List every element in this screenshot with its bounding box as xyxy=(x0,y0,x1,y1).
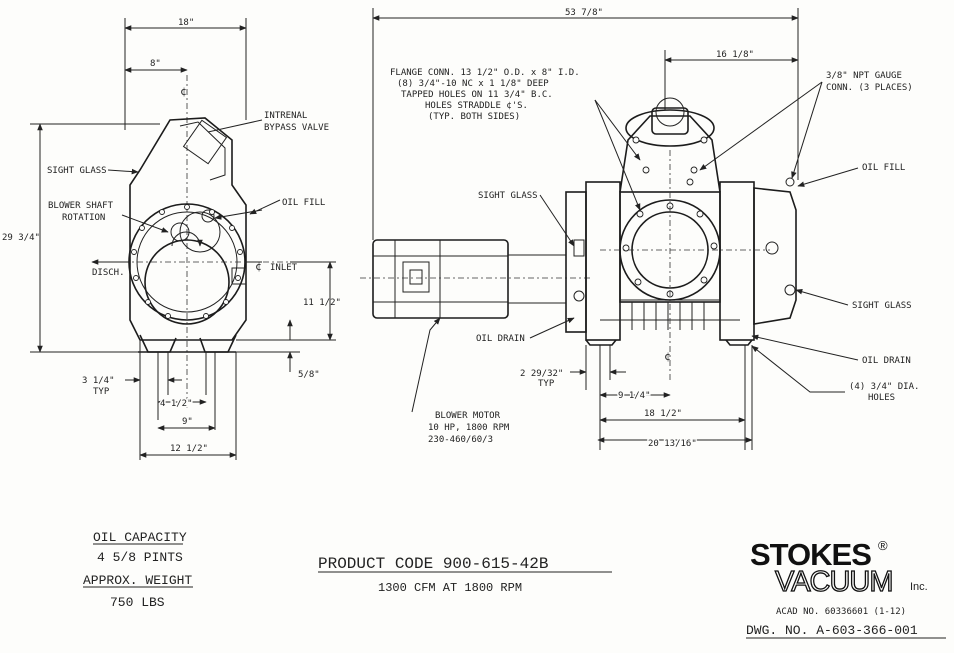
dim-base-offset: 5/8" xyxy=(298,370,320,380)
bypass-valve-label-2: BYPASS VALVE xyxy=(264,123,329,133)
flange-note-2: (8) 3/4"-10 NC x 1 1/8" DEEP xyxy=(397,79,549,89)
weight-label: APPROX. WEIGHT xyxy=(83,573,192,588)
product-rating: 1300 CFM AT 1800 RPM xyxy=(378,581,522,595)
dim-overall-length: 53 7/8" xyxy=(565,8,603,18)
oil-drain-label-right: OIL DRAIN xyxy=(862,356,911,366)
sight-glass-label-side-right: SIGHT GLASS xyxy=(852,301,912,311)
mount-holes-label-1: (4) 3/4" DIA. xyxy=(849,382,919,392)
oil-drain-label-left: OIL DRAIN xyxy=(476,334,525,344)
dim-side-d3: 20 13/16" xyxy=(648,439,697,449)
dim-flange-offset: 16 1/8" xyxy=(716,50,754,60)
specs-block: OIL CAPACITY 4 5/8 PINTS APPROX. WEIGHT … xyxy=(83,530,193,610)
cooling-fins xyxy=(631,302,705,330)
side-view-bolt-ring xyxy=(622,202,718,298)
flange-note-4: HOLES STRADDLE ¢'S. xyxy=(425,101,528,111)
dim-foot-spacing: 3 1/4" xyxy=(82,376,115,386)
oil-capacity-label: OIL CAPACITY xyxy=(93,530,187,545)
dim-foot-spacing-typ: TYP xyxy=(93,387,110,397)
acad-number: ACAD NO. 60336601 (1-12) xyxy=(776,607,906,617)
oil-capacity-value: 4 5/8 PINTS xyxy=(97,550,183,565)
dim-side-foot-spacing-typ: TYP xyxy=(538,379,555,389)
end-view-bolt-ring xyxy=(131,204,243,319)
sight-glass-label-end: SIGHT GLASS xyxy=(47,166,107,176)
mount-holes-label-2: HOLES xyxy=(868,393,895,403)
brand-vacuum: VACUUM xyxy=(775,566,893,598)
inlet-centerline-symbol: ¢ xyxy=(255,260,262,273)
shaft-rotation-label-1: BLOWER SHAFT xyxy=(48,201,114,211)
brand-stokes: STOKES xyxy=(750,537,871,572)
end-view: 18" 8" ¢ 29 3/4" xyxy=(2,18,341,460)
disch-label: DISCH. xyxy=(92,268,125,278)
brand-registered-mark: ® xyxy=(878,538,888,553)
motor-label-1: BLOWER MOTOR xyxy=(435,411,501,421)
gauge-conn-label-2: CONN. (3 PLACES) xyxy=(826,83,913,93)
dim-inlet-height: 11 1/2" xyxy=(303,298,341,308)
flange-note-1: FLANGE CONN. 13 1/2" O.D. x 8" I.D. xyxy=(390,68,580,78)
bypass-valve-label-1: INTRENAL xyxy=(264,111,307,121)
oil-fill-label-end: OIL FILL xyxy=(282,198,325,208)
drawing-number: DWG. NO. A-603-366-001 xyxy=(746,623,918,638)
motor-label-2: 10 HP, 1800 RPM xyxy=(428,423,510,433)
weight-value: 750 LBS xyxy=(110,595,165,610)
flange-note-3: TAPPED HOLES ON 11 3/4" B.C. xyxy=(401,90,553,100)
sight-glass-label-side-left: SIGHT GLASS xyxy=(478,191,538,201)
title-block: STOKES ® VACUUM Inc. ACAD NO. 60336601 (… xyxy=(746,537,946,639)
product-code: PRODUCT CODE 900-615-42B xyxy=(318,555,548,573)
dim-half-width: 8" xyxy=(150,59,161,69)
motor-label-3: 230-460/60/3 xyxy=(428,435,493,445)
dim-height: 29 3/4" xyxy=(2,233,40,243)
gauge-conn-label-1: 3/8" NPT GAUGE xyxy=(826,71,902,81)
product-block: PRODUCT CODE 900-615-42B 1300 CFM AT 180… xyxy=(318,555,612,595)
oil-fill-label-side: OIL FILL xyxy=(862,163,905,173)
side-centerline-symbol: ¢ xyxy=(664,350,671,363)
dim-foot-b: 9" xyxy=(182,417,193,427)
dim-base-width: 12 1/2" xyxy=(170,444,208,454)
shaft-rotation-label-2: ROTATION xyxy=(62,213,105,223)
flange-note-5: (TYP. BOTH SIDES) xyxy=(428,112,520,122)
dim-side-foot-spacing: 2 29/32" xyxy=(520,369,563,379)
dim-side-d2: 18 1/2" xyxy=(644,409,682,419)
dim-side-d1: 9 1/4" xyxy=(618,391,651,401)
centerline-symbol: ¢ xyxy=(180,85,187,98)
dim-overall-width: 18" xyxy=(178,18,194,28)
side-view: 53 7/8" 16 1/8" xyxy=(360,8,919,451)
dim-foot-a: 4 1/2" xyxy=(160,399,193,409)
brand-inc: Inc. xyxy=(910,581,928,593)
inlet-label: INLET xyxy=(270,263,298,273)
